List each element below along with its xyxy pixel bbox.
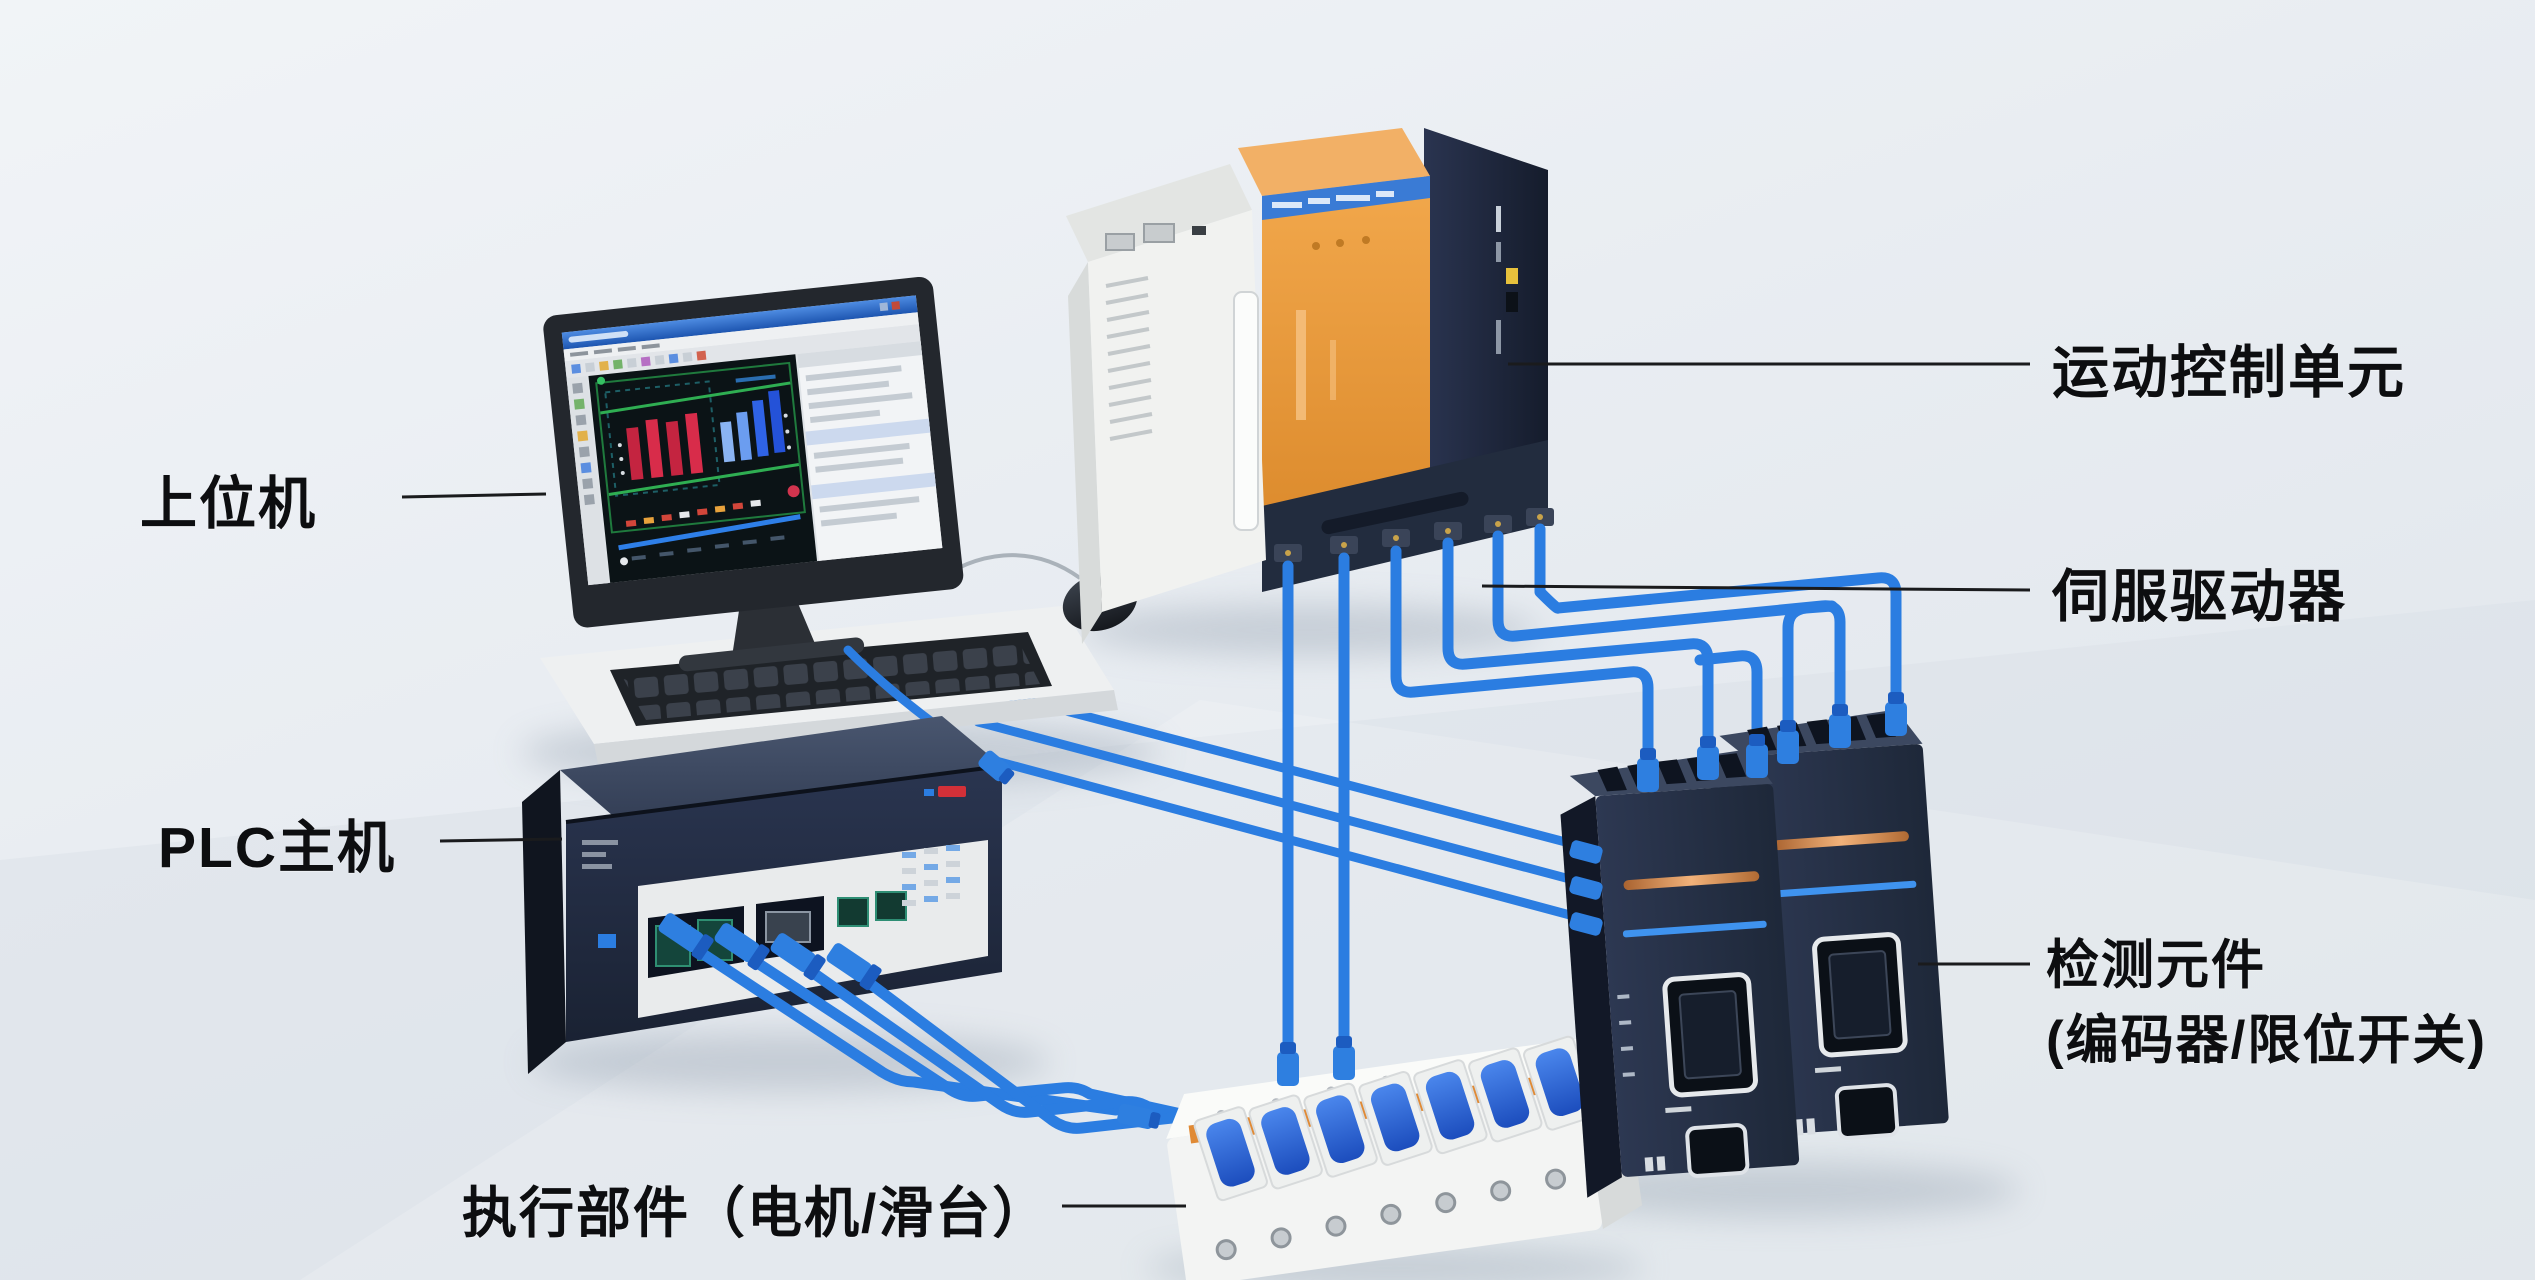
- green-line-bottom: [608, 463, 800, 497]
- label-plc-host: PLC主机: [158, 816, 396, 880]
- mc-orange-details: [1296, 236, 1370, 420]
- plc-logo: [938, 786, 966, 797]
- plc-left-face: [522, 770, 566, 1074]
- red-bars: [626, 412, 704, 481]
- toolbar: [564, 324, 921, 379]
- label-detection-element: 检测元件 (编码器/限位开关): [2046, 928, 2487, 1079]
- app-titlebar: [561, 295, 918, 350]
- menu-items: [569, 343, 660, 357]
- label-servo-driver: 伺服驱动器: [2052, 565, 2347, 629]
- plc-logo-blue: [924, 789, 934, 796]
- actuator-device: [1166, 1035, 1643, 1280]
- t2-blue-led: [1772, 880, 1917, 898]
- mc-top-connectors: [1105, 223, 1206, 251]
- t1-side: [1560, 796, 1622, 1198]
- plc-silkscreen: [582, 840, 618, 869]
- keyboard-keys: [622, 640, 1040, 720]
- canvas-dashed-box: [604, 380, 721, 497]
- left-tool-icons: [572, 382, 595, 506]
- label-host-computer: 上位机: [140, 472, 317, 536]
- mc-dark-indicators: [1496, 206, 1518, 354]
- timeline-line: [618, 514, 801, 551]
- tray-edge: [594, 690, 1118, 764]
- blue-bars: [720, 390, 786, 463]
- mc-white-side: [1068, 262, 1102, 644]
- label-detection-line2: (编码器/限位开关): [2046, 1011, 2488, 1071]
- canvas-frame: [595, 361, 806, 534]
- close-icon: [891, 301, 901, 310]
- plc-device: [522, 716, 1003, 1074]
- label-motion-control-unit: 运动控制单元: [2052, 341, 2406, 405]
- mc-white-recess: [1233, 291, 1259, 531]
- io-port-2: [875, 891, 907, 921]
- white-dot: [620, 557, 629, 566]
- motion-output-cables: [1282, 523, 1902, 1062]
- host-cable-plug: [978, 750, 1015, 785]
- terminal-plugs: [1117, 1036, 1355, 1130]
- mc-blue-label-text: [1272, 191, 1394, 208]
- timeline-ticks: [625, 499, 761, 527]
- mc-base-connectors: [1274, 508, 1554, 562]
- mc-orange-front: [1262, 176, 1430, 510]
- t1-port-large-inner: [1678, 990, 1742, 1080]
- mc-dark-unit: [1424, 128, 1548, 506]
- tb-front-screws: [1215, 1168, 1567, 1261]
- properties-header: [797, 341, 923, 368]
- detection-device-1: [1560, 749, 1800, 1198]
- t1-marks: [1617, 994, 1692, 1114]
- mc-white-front: [1088, 210, 1266, 612]
- floor-highlight: [300, 700, 2535, 1280]
- tick-dots: [617, 374, 792, 475]
- t2-port-small: [1834, 1083, 1900, 1140]
- leader-plc: [439, 837, 563, 843]
- monitor-stand: [732, 601, 816, 655]
- app-title-text: [568, 330, 629, 343]
- leader-host: [401, 492, 547, 499]
- toolbar-icons: [571, 350, 707, 374]
- t1-port-small: [1685, 1123, 1750, 1178]
- leader-lines: [401, 362, 2031, 1208]
- t1-orange-led: [1623, 871, 1760, 891]
- leader-servo: [1481, 584, 2031, 592]
- plc-indicators: [902, 845, 960, 906]
- din-clip: [598, 934, 616, 948]
- t1-blue-led: [1622, 920, 1767, 938]
- properties-rows: [805, 365, 936, 527]
- green-line-top: [600, 381, 791, 415]
- t2-orange-led: [1773, 831, 1909, 851]
- motion-controller-device: [1066, 128, 1554, 644]
- t1-bottom-label: [1644, 1156, 1666, 1172]
- plc-top-face: [560, 716, 1002, 822]
- label-detection-line1: 检测元件: [2046, 936, 2266, 995]
- mc-base-slot: [1321, 491, 1469, 535]
- red-indicator-dot: [787, 485, 800, 498]
- tower-plugs: [1569, 692, 1907, 936]
- maximize-icon: [879, 302, 889, 312]
- mc-vents: [1105, 276, 1153, 441]
- monitor: [543, 276, 964, 672]
- t2-port-large-inner: [1828, 950, 1892, 1040]
- host-computer-device: [540, 276, 1138, 764]
- monitor-base: [679, 637, 865, 672]
- menu-bar: [563, 312, 919, 362]
- timeline-subticks: [631, 535, 785, 561]
- plc-edge: [565, 764, 1003, 824]
- label-actuator: 执行部件（电机/滑台）: [462, 1182, 1050, 1244]
- io-port-1: [837, 897, 869, 927]
- mc-orange-top: [1238, 128, 1430, 196]
- green-dot: [597, 376, 606, 385]
